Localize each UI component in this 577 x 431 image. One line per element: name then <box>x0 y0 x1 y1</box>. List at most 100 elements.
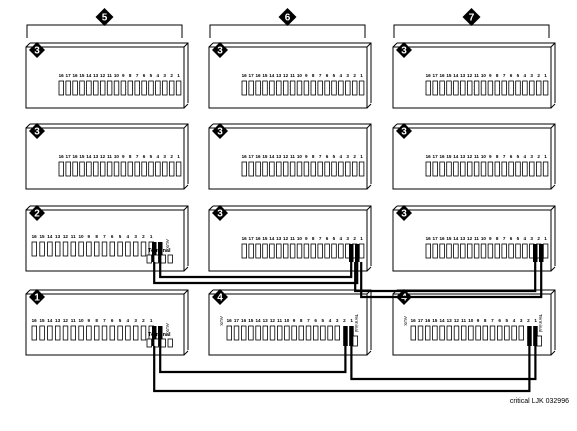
slot-number: 3 <box>346 73 349 78</box>
port-slot <box>113 161 120 177</box>
slot-number: 1 <box>360 236 363 241</box>
slot-number: 16 <box>426 154 432 159</box>
slot-number: 11 <box>290 154 295 159</box>
terminal-port <box>153 338 159 348</box>
port-slot <box>473 80 480 96</box>
panel-face <box>25 127 185 190</box>
terminal-port <box>160 338 166 348</box>
slot-number: 6 <box>498 318 501 323</box>
panel-edge <box>392 42 398 48</box>
slot-number: 13 <box>263 318 269 323</box>
port-slot <box>542 161 549 177</box>
panel-edge <box>183 266 189 272</box>
port-slot <box>269 243 275 259</box>
port-slot <box>466 161 473 177</box>
port-slot <box>453 80 459 96</box>
slot-number: 2 <box>537 236 540 241</box>
port-slot <box>117 325 123 341</box>
slot-number: 11 <box>474 73 479 78</box>
slot-number: 13 <box>55 234 61 239</box>
stack-connector <box>152 326 157 346</box>
panel-edge <box>392 205 398 211</box>
slot-number: 7 <box>307 318 310 323</box>
port-slot <box>439 243 445 259</box>
port-slot <box>248 325 254 341</box>
panel-edge <box>25 289 31 295</box>
slot-number: 9 <box>122 154 125 159</box>
stack-connector <box>355 244 360 262</box>
panel-edge <box>183 350 189 356</box>
slot-number: 12 <box>467 73 473 78</box>
terminal-port <box>153 254 159 264</box>
port-slot <box>262 243 268 259</box>
slot-number: 13 <box>276 154 282 159</box>
terminal-port <box>352 335 358 347</box>
port-slot <box>508 161 514 177</box>
panel-edge <box>550 289 556 295</box>
panel-edge <box>208 42 214 48</box>
slot-number: 13 <box>55 318 61 323</box>
slot-number: 15 <box>79 73 85 78</box>
port-slot <box>351 80 358 96</box>
panel-badge-label: 2 <box>34 209 40 220</box>
slot-number: 13 <box>93 73 99 78</box>
slot-number: 16 <box>255 236 261 241</box>
port-slot <box>248 243 254 259</box>
slot-number: 7 <box>503 236 506 241</box>
slot-number: 15 <box>446 73 452 78</box>
slot-number: 16 <box>32 234 38 239</box>
stack-connector <box>539 244 544 262</box>
slot-number: 15 <box>79 154 85 159</box>
port-slot <box>331 80 337 96</box>
slot-number: 6 <box>143 154 146 159</box>
port-slot <box>65 80 71 96</box>
stack-connector <box>533 326 538 346</box>
panel-edge <box>366 205 372 211</box>
panel-face <box>392 293 552 356</box>
slot-number: 1 <box>360 154 363 159</box>
port-slot <box>86 241 92 257</box>
port-slot <box>233 325 240 341</box>
slot-number: 17 <box>66 73 72 78</box>
slot-number: 10 <box>481 73 487 78</box>
slot-number: 2 <box>353 154 356 159</box>
slot-number: 2 <box>142 234 145 239</box>
port-slot <box>255 243 261 259</box>
slot-number: 14 <box>255 318 261 323</box>
slot-number: 12 <box>270 318 276 323</box>
port-slot <box>31 241 37 257</box>
port-slot <box>432 161 438 177</box>
port-slot <box>132 241 139 257</box>
port-slot <box>240 325 247 341</box>
slot-number: 6 <box>111 234 114 239</box>
port-slot <box>248 80 254 96</box>
port-slot <box>282 161 289 177</box>
port-slot <box>432 80 438 96</box>
slot-number: 3 <box>530 236 533 241</box>
slot-number: 10 <box>297 154 303 159</box>
port-slot <box>468 325 474 341</box>
slot-number: 3 <box>520 318 523 323</box>
slot-number: 6 <box>326 154 329 159</box>
slot-number: 9 <box>489 236 492 241</box>
slot-number: 15 <box>262 73 268 78</box>
slot-number: 11 <box>71 318 76 323</box>
port-slot <box>324 243 330 259</box>
slot-number: 17 <box>433 236 439 241</box>
slot-number: 8 <box>300 318 303 323</box>
slot-number: 7 <box>103 318 106 323</box>
panel-badge: 1 <box>29 289 45 305</box>
port-slot <box>331 161 337 177</box>
slot-number: 7 <box>503 73 506 78</box>
slot-number: 1 <box>177 154 180 159</box>
slot-number: 3 <box>134 318 137 323</box>
slot-number: 16 <box>255 73 261 78</box>
slot-number: 10 <box>284 318 290 323</box>
stack-connector <box>152 242 157 262</box>
terminal-port <box>167 338 173 348</box>
port-slot <box>489 325 496 341</box>
